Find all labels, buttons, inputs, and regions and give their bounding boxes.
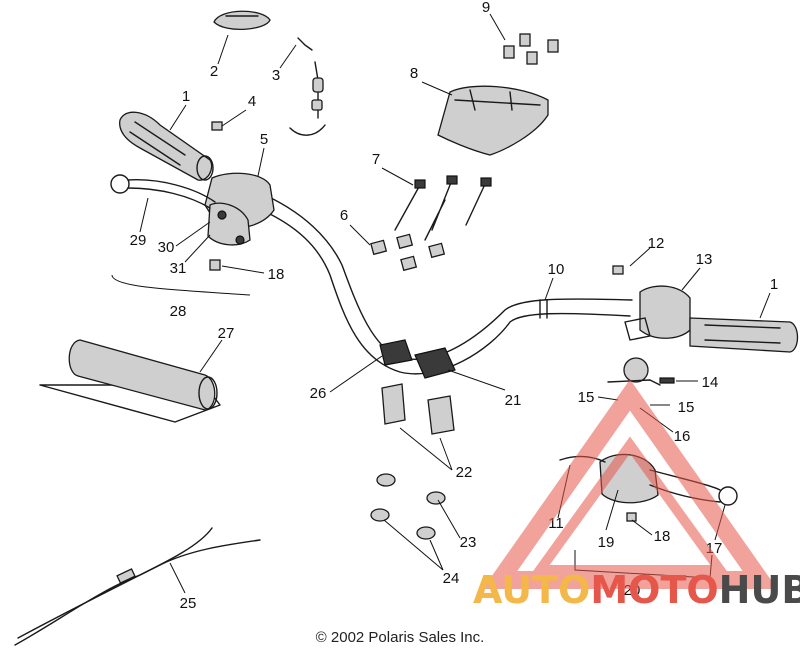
- nut-4: [211, 121, 223, 131]
- brake-lever-left: [110, 174, 216, 209]
- callout-7: 7: [372, 151, 380, 168]
- callout-21: 21: [505, 392, 522, 409]
- watermark-text: AUTOMOTOHUB: [473, 568, 800, 612]
- clamp-pads: [370, 233, 446, 272]
- watermark-hub: HUB: [719, 568, 800, 612]
- callout-1-left: 1: [182, 88, 190, 105]
- bar-clamps-lower: [381, 383, 455, 435]
- lens-cover: [213, 10, 271, 31]
- right-grip: [689, 317, 799, 353]
- copyright-notice: © 2002 Polaris Sales Inc.: [316, 629, 485, 646]
- retainer-clips: [503, 33, 559, 65]
- handlebar-pad: [39, 339, 221, 423]
- callout-3: 3: [272, 67, 280, 84]
- thumb-switch: [607, 357, 675, 386]
- callout-23: 23: [460, 534, 477, 551]
- callout-25: 25: [180, 595, 197, 612]
- left-grip: [119, 111, 214, 181]
- callout-4: 4: [248, 93, 256, 110]
- callout-8: 8: [410, 65, 418, 82]
- callout-14: 14: [702, 374, 719, 391]
- block-12: [612, 265, 624, 275]
- watermark-auto: AUTO: [473, 568, 590, 612]
- callout-29: 29: [130, 232, 147, 249]
- callout-18-right: 18: [654, 528, 671, 545]
- handlebar: [249, 191, 633, 375]
- callout-10: 10: [548, 261, 565, 278]
- callout-27: 27: [218, 325, 235, 342]
- washers: [370, 473, 446, 540]
- callout-5: 5: [260, 131, 268, 148]
- callout-31: 31: [170, 260, 187, 277]
- watermark-logo: [482, 379, 778, 589]
- callout-15-left: 15: [578, 389, 595, 406]
- watermark-moto: MOTO: [590, 568, 718, 612]
- callout-28: 28: [170, 303, 187, 320]
- kill-switch-wire: [289, 37, 326, 136]
- callout-19: 19: [598, 534, 615, 551]
- callout-9: 9: [482, 0, 490, 16]
- callout-30: 30: [158, 239, 175, 256]
- callout-2: 2: [210, 63, 218, 80]
- callout-24: 24: [443, 570, 460, 587]
- callout-16: 16: [674, 428, 691, 445]
- callout-6: 6: [340, 207, 348, 224]
- callout-12: 12: [648, 235, 665, 252]
- throttle-cable: [14, 527, 261, 646]
- callout-13: 13: [696, 251, 713, 268]
- screw-18-left: [209, 259, 221, 271]
- callout-labels: 1 2 3 4 5 6 7 8 9 10 11 12 13 1 14 15 15…: [130, 0, 779, 612]
- svg-text:AUTOMOTOHUB: AUTOMOTOHUB: [473, 568, 800, 612]
- callout-22: 22: [456, 464, 473, 481]
- bar-clamps-upper: [379, 339, 456, 379]
- callout-15-right: 15: [678, 399, 695, 416]
- right-switch-housing: [624, 285, 691, 341]
- throttle-housing: [204, 172, 275, 246]
- clamp-bolts: [394, 175, 492, 241]
- leader-lines: [139, 13, 771, 594]
- callout-1-right: 1: [770, 276, 778, 293]
- callout-26: 26: [310, 385, 327, 402]
- callout-18-left: 18: [268, 266, 285, 283]
- group-bracket-28: [111, 274, 251, 296]
- switch-cover: [437, 85, 549, 156]
